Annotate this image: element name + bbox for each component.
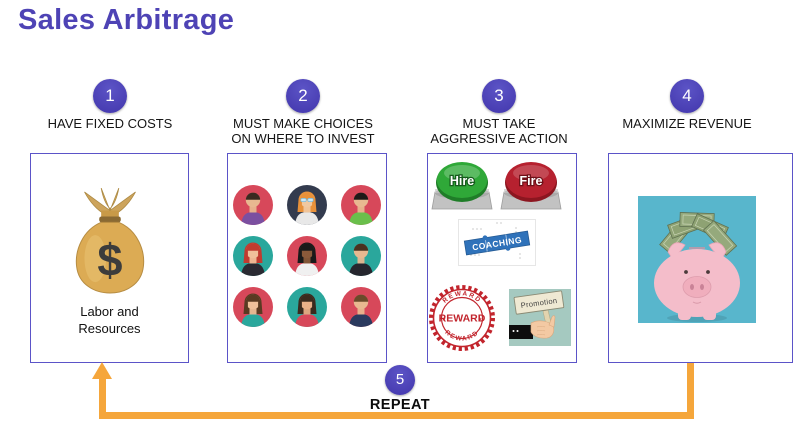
repeat-label: REPEAT <box>369 397 431 413</box>
person-avatar-icon <box>287 236 327 276</box>
svg-text:★: ★ <box>478 317 483 322</box>
reward-center-text: REWARD <box>439 313 486 325</box>
repeat-arrow-head-icon <box>92 362 112 379</box>
step-3-badge: 3 <box>482 79 516 113</box>
person-avatar-icon <box>341 287 381 327</box>
step-5-badge: 5 <box>385 365 415 395</box>
fire-button-icon: Fire <box>500 162 562 210</box>
dollar-bills <box>659 211 738 256</box>
person-avatar-icon <box>287 287 327 327</box>
page-title: Sales Arbitrage <box>18 4 235 36</box>
fire-button-label: Fire <box>520 174 543 188</box>
svg-text:★: ★ <box>442 317 447 322</box>
promotion-sign-icon: Promotion <box>509 289 571 346</box>
invest-choices-box <box>227 153 387 363</box>
dollar-sign: $ <box>97 234 122 285</box>
step-1-header: 1 HAVE FIXED COSTS <box>20 79 200 131</box>
person-avatar-icon <box>341 185 381 225</box>
step-1-label: HAVE FIXED COSTS <box>47 116 173 131</box>
step-2-label: MUST MAKE CHOICES ON WHERE TO INVEST <box>231 116 375 146</box>
step-2-header: 2 MUST MAKE CHOICES ON WHERE TO INVEST <box>213 79 393 146</box>
coaching-puzzle-icon: COACHING <box>458 219 536 266</box>
step-2-badge: 2 <box>286 79 320 113</box>
person-avatar-icon <box>287 185 327 225</box>
reward-stamp-icon: REWARD REWARD REWARD ★ ★ <box>429 285 495 351</box>
piggy-bank-icon <box>638 196 756 323</box>
step-3-header: 3 MUST TAKE AGGRESSIVE ACTION <box>409 79 589 146</box>
person-avatar-icon <box>233 236 273 276</box>
repeat-arrow-left-segment <box>99 379 106 419</box>
step-4-label: MAXIMIZE REVENUE <box>622 116 752 131</box>
repeat-arrow-bottom-segment <box>99 412 694 419</box>
maximize-revenue-box <box>608 153 793 363</box>
fixed-costs-box: $ Labor and Resources <box>30 153 189 363</box>
repeat-arrow-right-segment <box>687 363 694 419</box>
aggressive-action-box: Hire Fire COACHING <box>427 153 577 363</box>
step-4-badge: 4 <box>670 79 704 113</box>
person-avatar-icon <box>233 287 273 327</box>
person-avatar-icon <box>341 236 381 276</box>
step-4-header: 4 MAXIMIZE REVENUE <box>597 79 777 131</box>
money-bag-icon: $ <box>75 188 144 294</box>
step-3-label: MUST TAKE AGGRESSIVE ACTION <box>430 116 568 146</box>
hire-button-label: Hire <box>450 174 474 188</box>
fixed-costs-caption: Labor and Resources <box>78 304 141 336</box>
step-1-badge: 1 <box>93 79 127 113</box>
hire-button-icon: Hire <box>431 162 493 210</box>
person-avatar-icon <box>233 185 273 225</box>
avatar-grid <box>233 185 381 327</box>
